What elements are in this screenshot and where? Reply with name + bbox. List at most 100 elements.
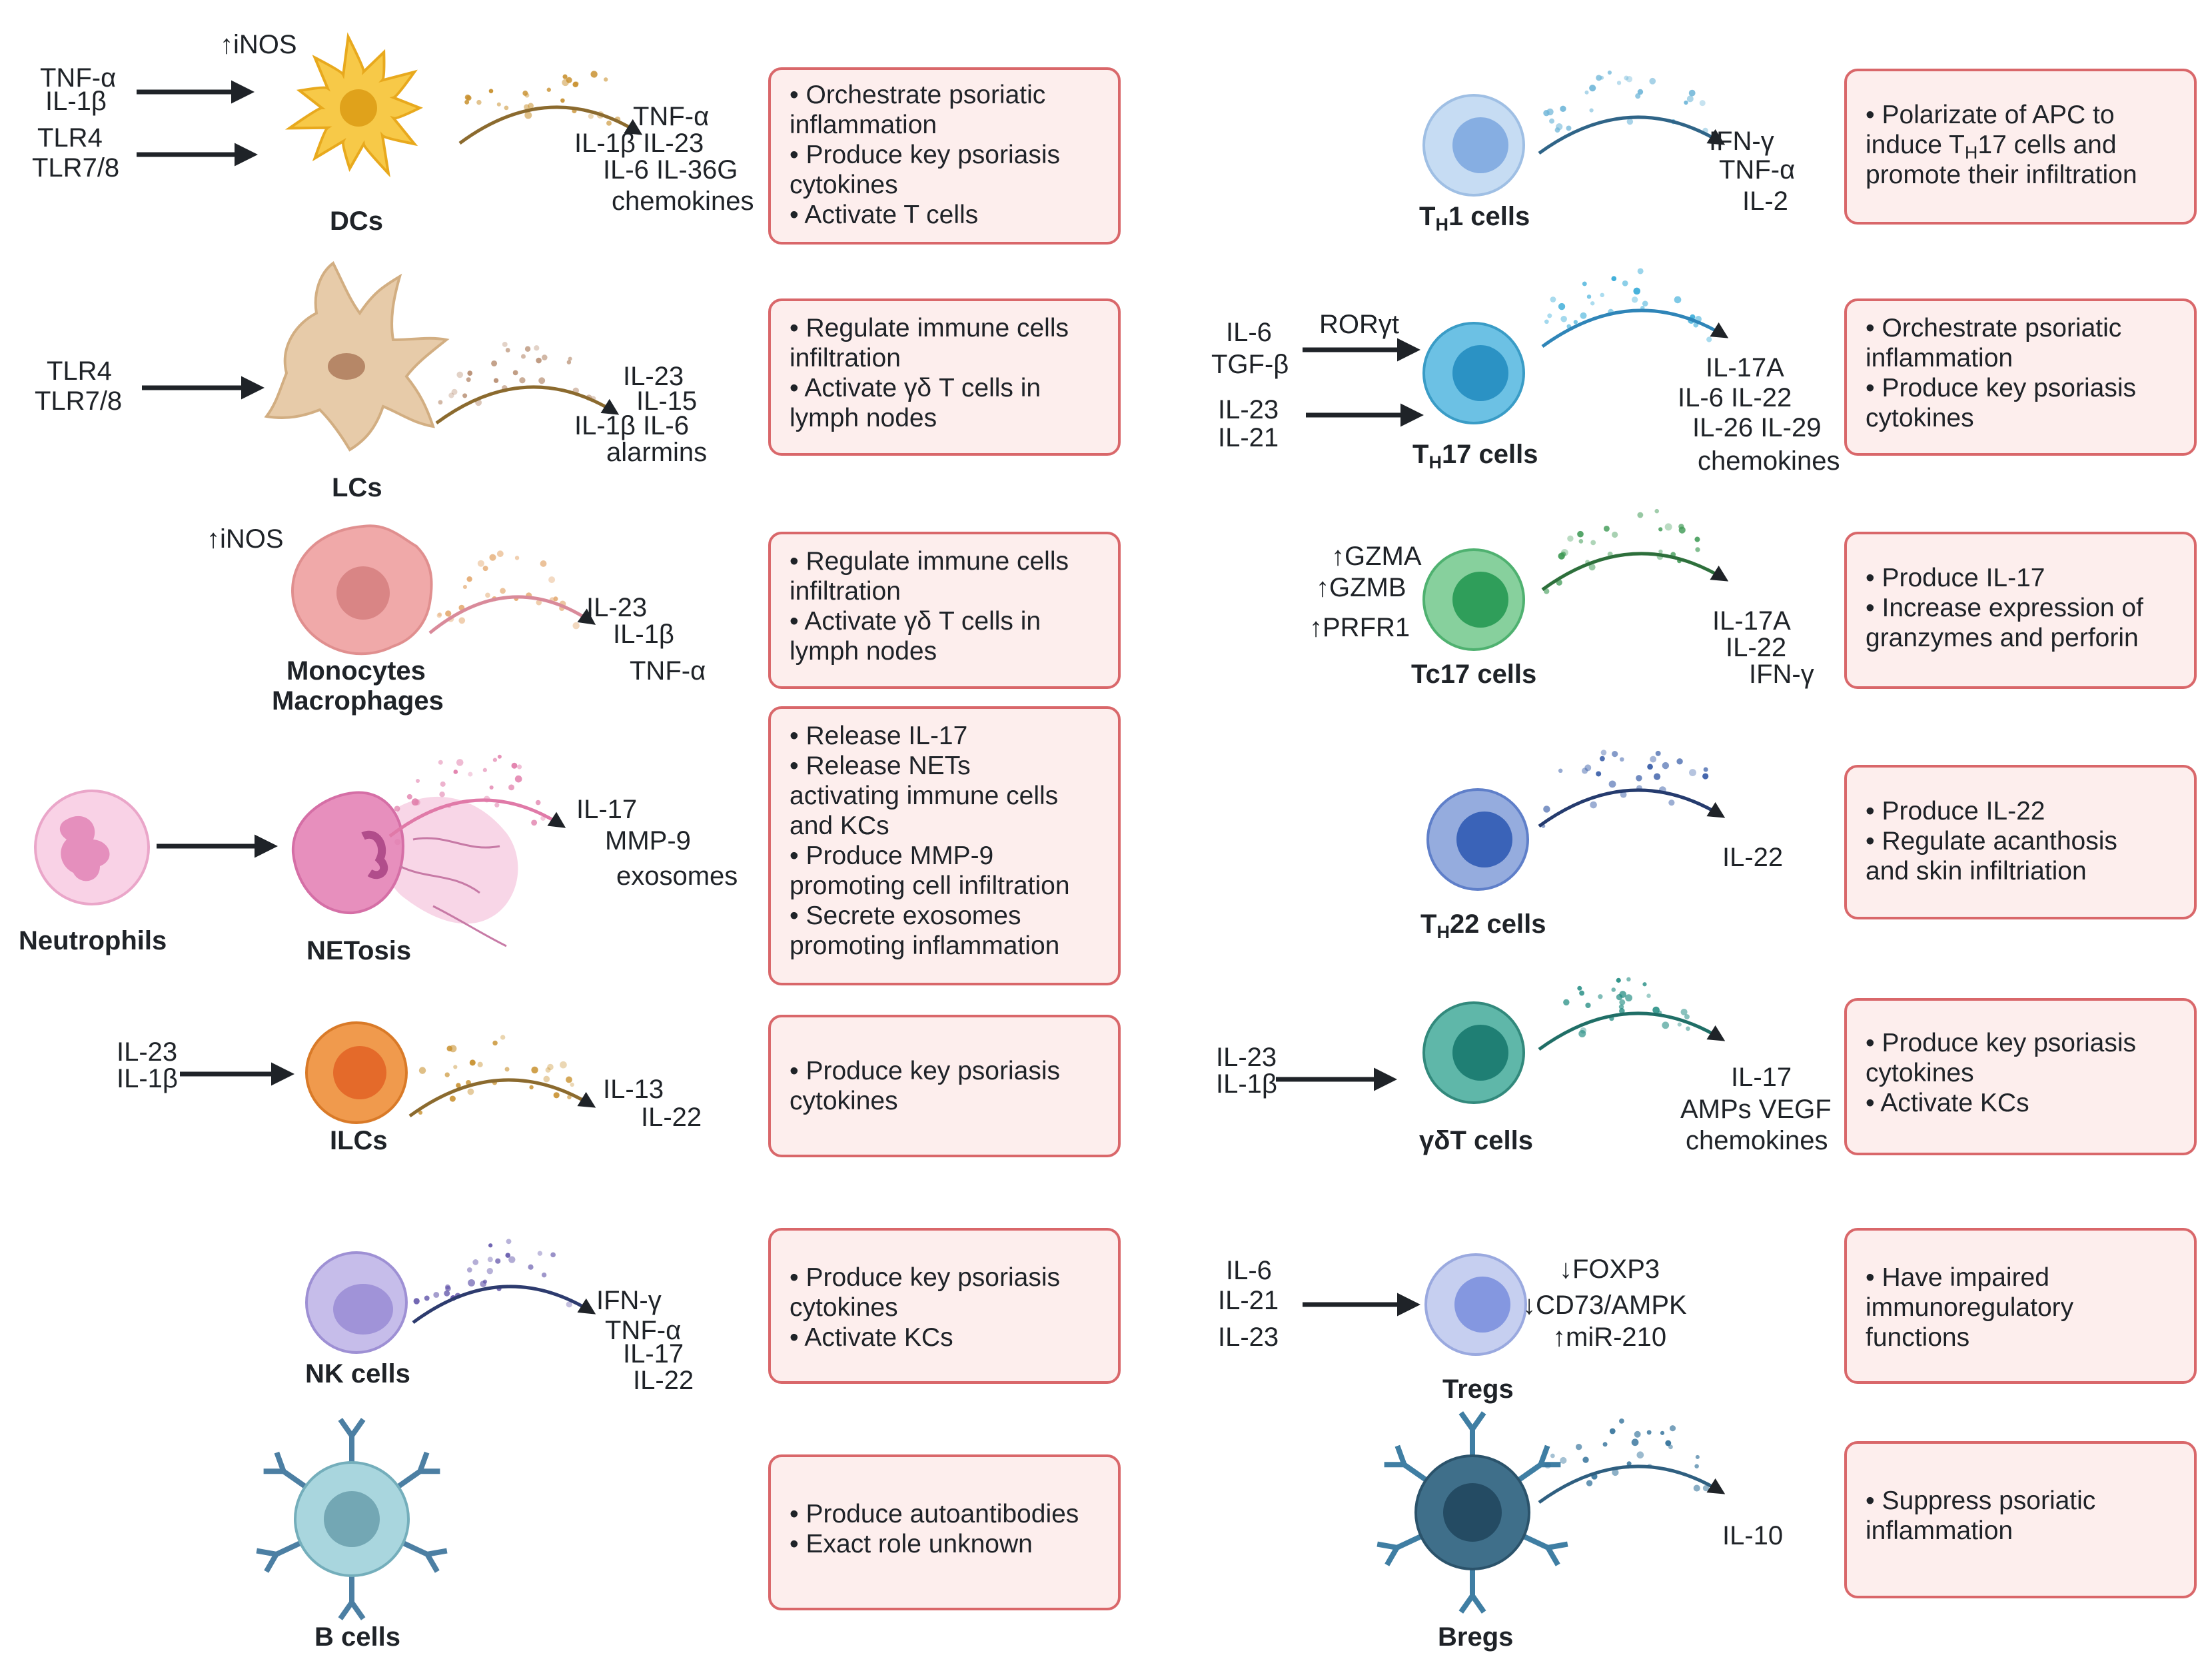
tc17-marker-3: ↑PRFR1 [1309, 613, 1410, 642]
cytokine-dot [566, 1076, 572, 1083]
cytokine-dot [504, 1067, 510, 1072]
treg-function-box [1844, 1228, 2197, 1384]
cytokine-dot [1694, 536, 1700, 542]
function-line: cytokines [790, 1087, 898, 1115]
lc-input-1: TLR4 [47, 356, 112, 386]
th1-cytokine-spray [1538, 70, 1726, 155]
function-line: • Release IL-17 [790, 722, 967, 750]
cytokine-dot [458, 617, 466, 624]
cytokine-dot [1677, 1022, 1682, 1027]
cytokine-dot [540, 560, 547, 567]
cytokine-dot [1625, 994, 1633, 1002]
cytokine-dot [477, 1061, 483, 1067]
macrophage-cytokine-spray [428, 550, 596, 634]
cytokine-dot [406, 794, 412, 800]
macrophage-output-1: IL-23 [586, 593, 647, 622]
cytokine-dot [1554, 127, 1560, 133]
cytokine-dot [491, 360, 498, 366]
bcell-icon [256, 1418, 448, 1620]
gdt-output-2: AMPs VEGF [1680, 1095, 1832, 1124]
lc-output-4: alarmins [606, 438, 707, 467]
cytokine-dot [1619, 999, 1626, 1005]
cytokine-dot [560, 1061, 567, 1069]
dc-output-4: chemokines [612, 187, 754, 216]
cytokine-dot [1647, 764, 1653, 770]
antibody-arm [417, 1451, 430, 1472]
cytokine-dot [418, 1067, 426, 1074]
bcell-label: B cells [314, 1622, 400, 1652]
function-line: lymph nodes [790, 637, 937, 666]
cytokine-dot [453, 770, 458, 774]
dc-input-2: IL-1β [45, 87, 107, 116]
cytokine-dot [570, 1082, 574, 1087]
cytokine-dot [506, 1239, 512, 1245]
cytokine-dot [546, 87, 551, 92]
th22-cell-icon [1426, 788, 1529, 891]
function-line: promote their infiltration [1866, 161, 2137, 189]
bcell-row: B cells • Produce autoantibodies• Exact … [256, 1418, 1121, 1652]
cytokine-dot [446, 1045, 452, 1051]
cytokine-dot [1580, 312, 1587, 319]
function-line: infiltration [790, 577, 901, 606]
dc-output-2: IL-1β IL-23 [574, 129, 704, 158]
cytokine-dot [1642, 300, 1648, 306]
secretion-arrow [1538, 788, 1726, 828]
cytokine-dot [505, 348, 510, 352]
cytokine-dot [545, 1067, 551, 1073]
gdt-output-1: IL-17 [1731, 1063, 1792, 1092]
cytokine-dot [1560, 315, 1567, 322]
function-line: induce TH17 cells and [1866, 131, 2117, 163]
gdt-input-1: IL-23 [1216, 1043, 1277, 1072]
lc-output-1: IL-23 [623, 362, 684, 391]
cytokine-dot [1662, 762, 1670, 770]
gdt-function-box [1844, 998, 2197, 1155]
cytokine-dot [519, 377, 526, 384]
macrophage-function-box [768, 532, 1121, 689]
cytokine-dot [394, 839, 401, 845]
cytokine-dot [568, 356, 572, 361]
netosis-output-3: exosomes [616, 861, 738, 891]
cytokine-dot [466, 377, 471, 382]
function-line: • Increase expression of [1866, 594, 2143, 622]
cytokine-dot [517, 764, 522, 770]
macrophage-cell-icon [291, 524, 433, 656]
function-line: inflammation [790, 111, 937, 139]
function-line: • Produce key psoriasis [790, 141, 1060, 169]
tc17-marker-1: ↑GZMA [1331, 542, 1422, 571]
cytokine-dot [424, 1295, 430, 1301]
function-line: • Activate T cells [790, 201, 978, 229]
cytokine-dot [1654, 508, 1660, 514]
treg-input-3: IL-23 [1218, 1323, 1279, 1352]
cytokine-dot [1620, 791, 1627, 798]
nk-output-4: IL-22 [633, 1366, 694, 1395]
function-line: • Produce key psoriasis [1866, 1029, 2136, 1057]
th17-output-1: IL-17A [1706, 353, 1784, 382]
cytokine-dot [1669, 1425, 1676, 1432]
secretion-arrow [388, 798, 566, 837]
cytokine-dot [1622, 280, 1628, 286]
function-line: activating immune cells [790, 782, 1058, 810]
cytokine-dot [1676, 758, 1683, 765]
cytokine-dot [550, 1252, 556, 1258]
breg-cytokine-spray [1538, 1418, 1726, 1504]
cytokine-dot [1560, 1456, 1567, 1464]
cytokine-dot [531, 1066, 538, 1074]
cytokine-dot [1578, 1029, 1586, 1037]
cytokine-dot [489, 554, 496, 561]
cytokine-dot [445, 1284, 450, 1290]
cytokine-dot [480, 1281, 487, 1287]
th22-output-1: IL-22 [1722, 843, 1783, 872]
cytokine-dot [1686, 95, 1694, 103]
netosis-label: NETosis [306, 936, 411, 965]
secretion-arrow [1538, 1464, 1726, 1504]
cytokine-dot [1589, 108, 1594, 113]
cytokine-dot [1684, 100, 1688, 105]
th17-output-4: chemokines [1698, 446, 1840, 476]
cytokine-dot [1680, 1008, 1688, 1016]
tc17-row: ↑GZMA ↑GZMB ↑PRFR1 Tc17 cells IL-17A IL-… [1309, 508, 2197, 689]
cytokine-dot [413, 1298, 420, 1305]
